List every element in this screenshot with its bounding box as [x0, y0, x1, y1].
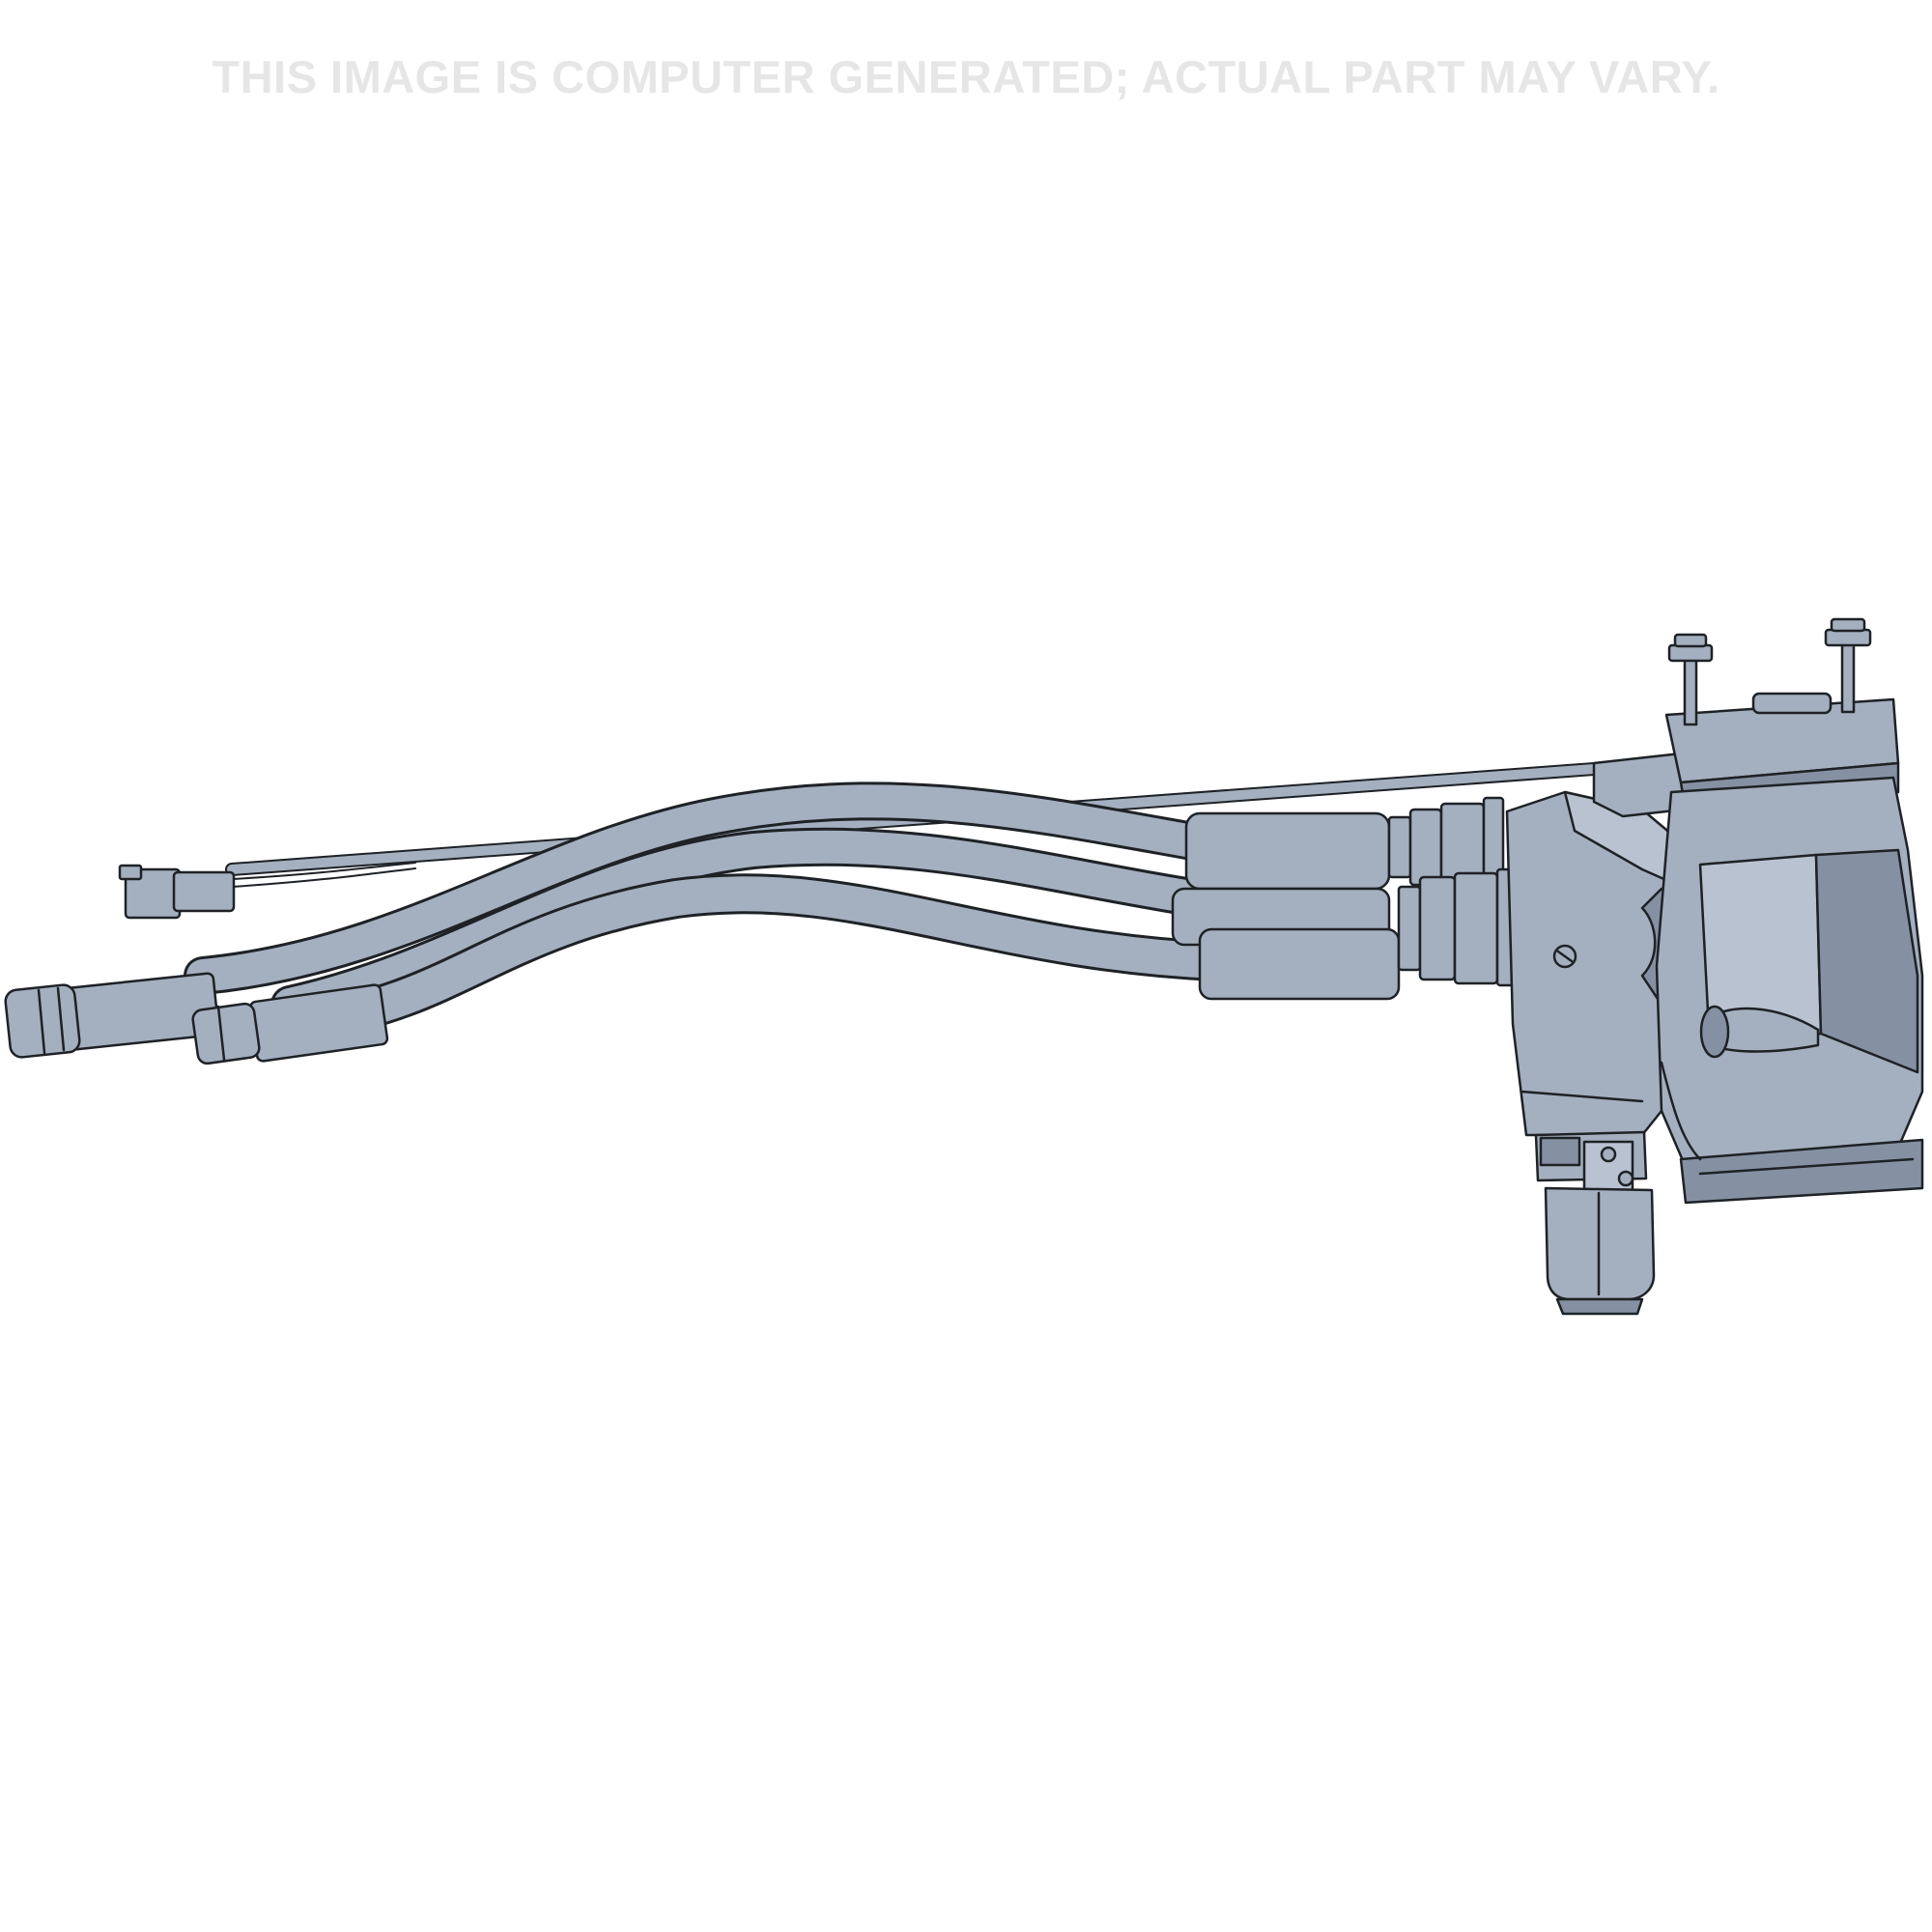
hex-fittings	[1387, 796, 1517, 987]
hose-middle	[270, 827, 1217, 1024]
solenoid-cartridge	[1534, 1130, 1656, 1316]
disclaimer-watermark: THIS IMAGE IS COMPUTER GENERATED; ACTUAL…	[212, 51, 1720, 102]
electrical-connector	[118, 864, 236, 920]
mounting-bolt-right	[1824, 617, 1872, 714]
hose-end-fitting-left	[4, 972, 220, 1059]
hose-end-fitting-front	[191, 983, 389, 1065]
mounting-bolt-left	[1667, 633, 1714, 726]
hose-lower	[298, 873, 1237, 1039]
connector-wires	[231, 862, 416, 888]
hose-crimp-sleeves	[1171, 811, 1401, 1001]
motor-housing	[1655, 776, 1924, 1205]
hose-upper	[184, 781, 1217, 995]
